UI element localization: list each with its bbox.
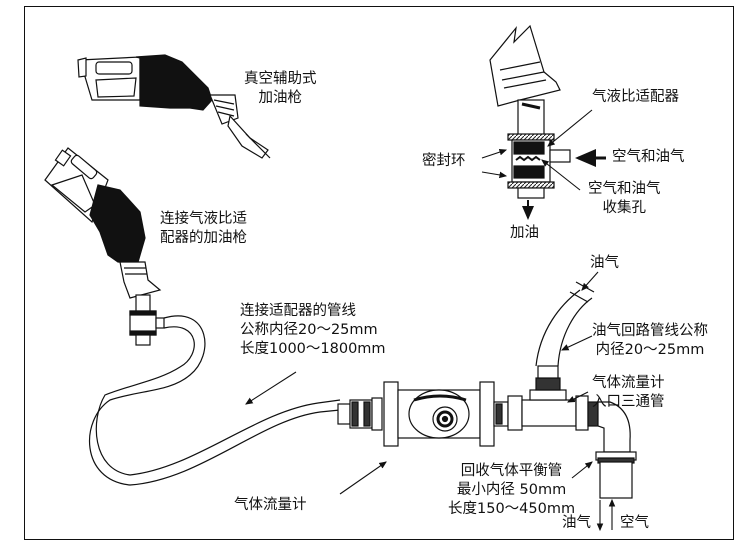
label-adapter-hose: 连接适配器的管线 公称内径20～25mm 长度1000～1800mm [240, 302, 386, 359]
arrow-hose [245, 371, 297, 405]
label-line: 气体流量计 [592, 375, 665, 391]
label-vacuum-nozzle: 真空辅助式 加油枪 [244, 70, 317, 108]
adapter-detail [489, 24, 571, 199]
inlet-tee-pipe [507, 281, 637, 499]
label-tee-inlet: 气体流量计 入口三通管 [592, 374, 665, 412]
annotation-arrows [245, 109, 616, 532]
label-line: 连接气液比适 [160, 211, 247, 227]
arrow-balance-pipe [571, 461, 593, 479]
adapter-nozzle [44, 147, 165, 346]
label-line: 真空辅助式 [244, 71, 317, 87]
label-fueling: 加油 [510, 225, 539, 241]
arrow-adapter [547, 109, 593, 147]
label-flow-meter: 气体流量计 [234, 497, 307, 513]
label-line: 入口三通管 [592, 394, 665, 410]
vacuum-assist-nozzle [77, 54, 271, 159]
arrow-tee-inlet [567, 391, 589, 403]
label-air-in: 空气 [620, 515, 649, 531]
label-line: 连接适配器的管线 [240, 303, 356, 319]
label-seal-ring: 密封环 [422, 153, 466, 169]
gas-flow-meter [337, 381, 509, 447]
label-adapter: 气液比适配器 [592, 89, 679, 105]
label-line: 最小内径 50mm [456, 482, 567, 498]
label-collection-hole: 空气和油气 收集孔 [588, 180, 661, 218]
arrow-vapor-top [581, 271, 599, 291]
label-line: 空气和油气 [588, 181, 661, 197]
adapter-hose [88, 315, 341, 486]
label-line: 长度150～450mm [448, 501, 576, 517]
label-line: 配器的加油枪 [160, 230, 247, 246]
arrow-seal-top [481, 148, 508, 159]
label-line: 油气回路管线公称 [592, 323, 708, 339]
label-return-line: 油气回路管线公称 内径20～25mm [592, 322, 708, 360]
label-adapter-nozzle: 连接气液比适 配器的加油枪 [160, 210, 247, 248]
label-vapor-out: 油气 [562, 515, 591, 531]
label-line: 加油枪 [258, 90, 303, 106]
label-balance-pipe: 回收气体平衡管 最小内径 50mm 长度150～450mm [448, 462, 575, 519]
diagram-frame [24, 6, 734, 540]
label-line: 公称内径20～25mm [240, 322, 378, 338]
label-line: 长度1000～1800mm [240, 341, 386, 357]
label-line: 内径20～25mm [595, 342, 705, 358]
label-air-vapor-in: 空气和油气 [612, 149, 685, 165]
label-line: 收集孔 [602, 200, 647, 216]
arrow-flow-meter [339, 461, 387, 495]
label-line: 回收气体平衡管 [460, 463, 563, 479]
arrow-collection-hole [541, 159, 581, 191]
arrow-return-line [561, 335, 593, 351]
label-vapor-top: 油气 [590, 255, 619, 271]
arrow-seal-bottom [481, 171, 508, 179]
